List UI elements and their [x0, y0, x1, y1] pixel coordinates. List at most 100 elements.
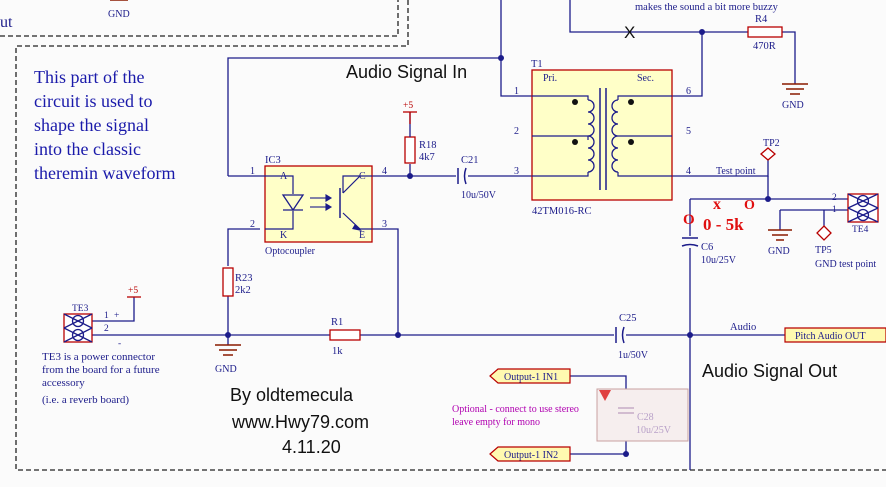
r18-ref: R18 — [419, 140, 437, 151]
t1-sec: Sec. — [637, 73, 654, 84]
red-range-text: 0 - 5k — [703, 215, 744, 234]
audio-net-label: Audio — [730, 322, 756, 333]
ic3-pin3: 3 — [382, 219, 387, 230]
te3-note: TE3 is a power connector from the board … — [42, 351, 162, 406]
ic3-pin1: 1 — [250, 166, 255, 177]
tp2-test-point[interactable]: TP2 Test point — [716, 138, 780, 177]
t1-pri: Pri. — [543, 73, 557, 84]
te3-minus: - — [118, 339, 121, 349]
te3-note-line-2: from the board for a future — [42, 364, 160, 376]
te3-note-line-1: TE3 is a power connector — [42, 351, 155, 363]
tp5-test-point[interactable]: TP5 GND test point — [815, 225, 876, 270]
credit-date: 4.11.20 — [282, 437, 341, 457]
plus5-symbol-r18 — [403, 111, 417, 124]
te3-ref: TE3 — [72, 304, 89, 314]
wave-note-line-5: theremin waveform — [34, 163, 175, 183]
te4-pin1: 1 — [832, 205, 837, 215]
gnd-symbol-te4 — [768, 229, 792, 241]
c28-ref: C28 — [637, 412, 654, 423]
wave-note-line-1: This part of the — [34, 67, 144, 87]
tp5-label: GND test point — [815, 259, 876, 270]
buzzy-note: makes the sound a bit more buzzy — [635, 2, 779, 13]
audio-signal-out-label: Audio Signal Out — [702, 361, 837, 381]
output1-in1-label: Output-1 IN1 — [504, 372, 558, 383]
c21-ref: C21 — [461, 155, 479, 166]
pitch-audio-out-port[interactable]: Pitch Audio OUT — [784, 327, 886, 343]
wave-note-line-3: shape the signal — [34, 115, 149, 135]
junction-dots — [225, 29, 771, 457]
pitch-audio-out-label: Pitch Audio OUT — [795, 331, 866, 342]
c21-capacitor — [457, 167, 467, 185]
optional-note-line-1: Optional - connect to use stereo — [452, 404, 579, 415]
te3-note-line-4: (i.e. a reverb board) — [42, 394, 129, 406]
gnd-label-te4: GND — [768, 246, 790, 257]
te3-note-line-3: accessory — [42, 377, 85, 389]
c6-value: 10u/25V — [701, 255, 737, 266]
red-o-right: O — [744, 198, 755, 213]
credit-author: By oldtemecula — [230, 385, 354, 405]
red-range-annotation: O x O 0 - 5k — [683, 196, 755, 234]
ic3-pin-e: E — [359, 230, 365, 241]
c25-capacitor — [615, 326, 625, 344]
optional-note-line-2: leave empty for mono — [452, 417, 540, 428]
ic3-ref: IC3 — [265, 155, 281, 166]
sheet-borders — [0, 0, 886, 471]
gnd-symbol-bus — [215, 344, 241, 356]
tp2-label: Test point — [716, 166, 756, 177]
optional-note: Optional - connect to use stereo leave e… — [452, 404, 581, 428]
wires — [92, 0, 848, 470]
te3-plus: + — [114, 311, 119, 321]
t1-pin3: 3 — [514, 166, 519, 177]
red-o-left: O — [683, 212, 695, 228]
c6-capacitor — [681, 237, 699, 247]
ic3-pin4: 4 — [382, 166, 387, 177]
output1-in2-port[interactable]: Output-1 IN2 — [489, 446, 571, 462]
te4-pin2: 2 — [832, 193, 837, 203]
te3-pin2: 2 — [104, 324, 109, 334]
c25-ref: C25 — [619, 313, 637, 324]
wave-shape-note: This part of the circuit is used to shap… — [34, 67, 175, 183]
gnd-symbol-r4 — [782, 83, 808, 95]
r23-value: 2k2 — [235, 285, 251, 296]
credit-website: www.Hwy79.com — [231, 412, 369, 432]
t1-pin6: 6 — [686, 86, 691, 97]
c6-ref: C6 — [701, 242, 713, 253]
top-gnd-label: GND — [108, 9, 130, 20]
t1-pin1: 1 — [514, 86, 519, 97]
output1-in1-port[interactable]: Output-1 IN1 — [489, 368, 571, 384]
r18-resistor: R18 4k7 — [404, 124, 437, 164]
r4-ref: R4 — [755, 14, 768, 25]
gnd-label-bus: GND — [215, 364, 237, 375]
c28-value: 10u/25V — [636, 425, 672, 436]
plus5-label-r18: +5 — [403, 101, 413, 111]
ic3-name: Optocoupler — [265, 246, 316, 257]
x-mark: X — [624, 23, 635, 42]
r1-ref: R1 — [331, 317, 343, 328]
t1-ref: T1 — [531, 59, 543, 70]
r1-resistor: R1 1k — [329, 317, 361, 357]
wave-note-line-4: into the classic — [34, 139, 141, 159]
t1-transformer: T1 Pri. Sec. 42TM016-RC — [514, 59, 691, 217]
wave-note-line-2: circuit is used to — [34, 91, 152, 111]
te3-pin1: 1 — [104, 311, 109, 321]
t1-part: 42TM016-RC — [532, 206, 592, 217]
r23-ref: R23 — [235, 273, 253, 284]
te4-connector: 2 1 TE4 — [832, 193, 879, 235]
output1-in2-label: Output-1 IN2 — [504, 450, 558, 461]
plus5-label-te3: +5 — [128, 286, 138, 296]
r1-value: 1k — [332, 346, 343, 357]
r4-resistor: R4 470R — [747, 14, 783, 52]
c25-value: 1u/50V — [618, 350, 649, 361]
t1-pin2: 2 — [514, 126, 519, 137]
t1-pin4: 4 — [686, 166, 691, 177]
ic3-optocoupler: IC3 Optocoupler A K C E 1 2 4 3 — [228, 155, 387, 257]
credit-block: By oldtemecula www.Hwy79.com 4.11.20 — [230, 385, 374, 457]
tp5-ref: TP5 — [815, 245, 832, 256]
c21-value: 10u/50V — [461, 190, 497, 201]
r18-value: 4k7 — [419, 152, 435, 163]
r4-value: 470R — [753, 41, 776, 52]
red-x-left: x — [713, 196, 721, 213]
ic3-pin2: 2 — [250, 219, 255, 230]
gnd-label-r4: GND — [782, 100, 804, 111]
